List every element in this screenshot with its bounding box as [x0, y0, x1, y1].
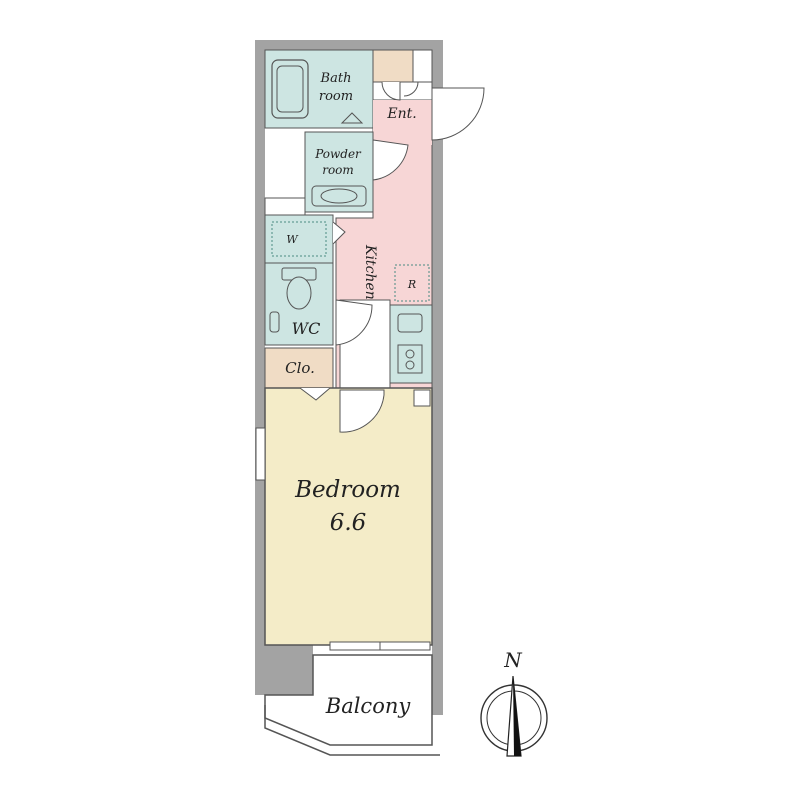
- fridge-placeholder: [394, 264, 430, 302]
- closet-door: [299, 387, 331, 401]
- cabinet-door: [381, 81, 401, 101]
- bedroom-door: [339, 389, 385, 433]
- bathtub-icon: [271, 59, 309, 119]
- doors: [255, 81, 485, 651]
- basin-icon: [320, 188, 358, 204]
- front-door: [431, 87, 485, 141]
- entrance-label: Ent.: [386, 106, 416, 122]
- wall-right: [432, 138, 443, 655]
- powder-room-door: [372, 139, 409, 181]
- balcony: [264, 654, 433, 746]
- bedroom-size: 6.6: [330, 510, 367, 536]
- burner-icon: [405, 360, 415, 370]
- wall-column-bottom: [265, 645, 313, 695]
- shelf: [264, 197, 306, 216]
- balcony-label: Balcony: [325, 694, 412, 718]
- wall-top: [255, 40, 443, 50]
- walls: [255, 40, 443, 715]
- wc-sink-icon: [269, 311, 280, 333]
- powder-room-label-1: Powder: [314, 147, 362, 161]
- drain-icon: [340, 112, 364, 124]
- hall: [373, 100, 432, 145]
- toilet-bowl-icon: [286, 276, 312, 310]
- wc-label: WC: [292, 319, 321, 338]
- north-label: N: [503, 648, 523, 672]
- cabinet-door: [403, 81, 419, 97]
- washer-space: [264, 214, 334, 264]
- powder-room-label-2: room: [322, 163, 354, 177]
- bathtub-inner: [276, 65, 304, 113]
- bedroom-cabinet: [413, 389, 431, 407]
- north-arrow-icon: [513, 676, 521, 756]
- entrance-cabinet: [412, 49, 433, 83]
- bedroom-label: Bedroom: [294, 477, 401, 503]
- burner-icon: [405, 349, 415, 359]
- wall-balcony-right: [432, 645, 443, 715]
- shoe-storage: [372, 49, 414, 83]
- kitchen-sink-icon: [397, 313, 423, 333]
- kitchen-label: Kitchen: [362, 244, 378, 300]
- stove-icon: [397, 344, 423, 374]
- wall-right-upper: [432, 40, 443, 88]
- kitchen-counter: [389, 304, 433, 384]
- bath-room-label-1: Bath: [320, 71, 352, 86]
- closet-label: Clo.: [285, 359, 315, 377]
- bath-room-label-2: room: [319, 89, 353, 104]
- fridge-label: R: [407, 278, 416, 291]
- closet: [264, 347, 334, 389]
- balcony-rail: [264, 705, 440, 756]
- wall-left: [255, 40, 265, 695]
- wc-door: [335, 299, 373, 346]
- bedroom-window: [255, 427, 266, 481]
- washer-label: W: [286, 233, 299, 246]
- washer-door: [332, 221, 346, 245]
- compass: N: [480, 648, 548, 757]
